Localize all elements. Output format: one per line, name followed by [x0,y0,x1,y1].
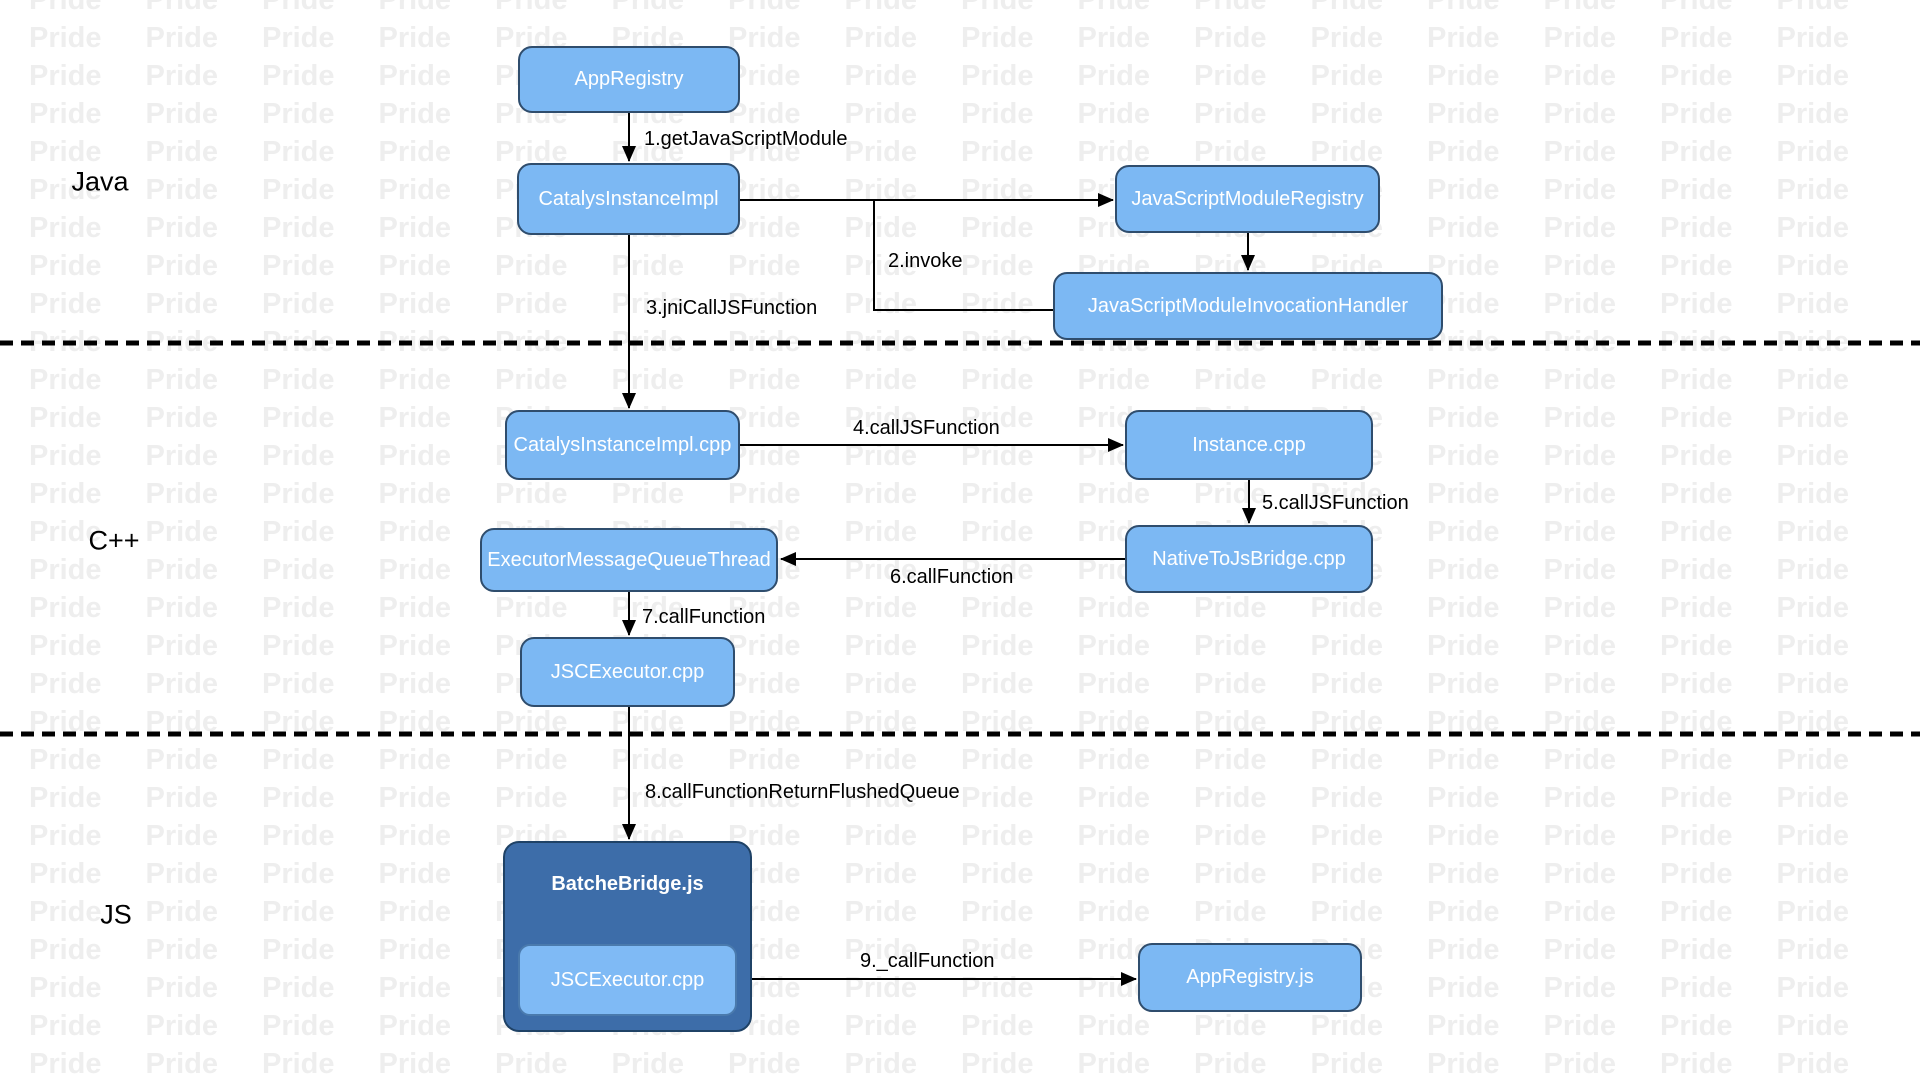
edge-label-jni-call-js-function: 3.jniCallJSFunction [646,297,818,319]
edge-label-get-javascript-module: 1.getJavaScriptModule [644,128,848,150]
batched-bridge-title: BatcheBridge.js [551,873,704,895]
edge-label-call-js-function-4: 4.callJSFunction [853,417,1000,439]
node-batched-bridge-container: BatcheBridge.js JSCExecutor.cpp [503,841,752,1032]
edge-label-call-function-return-flushed-queue: 8.callFunctionReturnFlushedQueue [645,781,960,803]
line-invoke-branch [873,201,1053,311]
node-app-registry-js: AppRegistry.js [1138,943,1362,1012]
node-javascript-module-invocation-handler: JavaScriptModuleInvocationHandler [1053,272,1443,340]
node-instance-cpp: Instance.cpp [1125,410,1373,480]
node-catalyst-instance-impl-cpp: CatalysInstanceImpl.cpp [505,410,740,480]
node-jsc-executor-cpp-inner: JSCExecutor.cpp [518,944,737,1016]
edge-label-call-js-function-5: 5.callJSFunction [1262,492,1409,514]
node-jsc-executor-cpp: JSCExecutor.cpp [520,637,735,707]
edge-label-invoke: 2.invoke [888,250,963,272]
section-label-java: Java [71,166,129,197]
edge-label-call-function-7: 7.callFunction [642,606,766,628]
section-label-js: JS [100,899,132,930]
node-app-registry: AppRegistry [518,46,740,113]
node-native-to-js-bridge-cpp: NativeToJsBridge.cpp [1125,525,1373,593]
edge-label-call-function-6: 6.callFunction [890,566,1014,588]
node-javascript-module-registry: JavaScriptModuleRegistry [1115,165,1380,233]
node-catalyst-instance-impl: CatalysInstanceImpl [517,163,740,235]
edge-label-call-function-9: 9._callFunction [860,950,995,972]
node-executor-message-queue-thread: ExecutorMessageQueueThread [480,528,778,592]
section-label-cpp: C++ [88,525,140,556]
